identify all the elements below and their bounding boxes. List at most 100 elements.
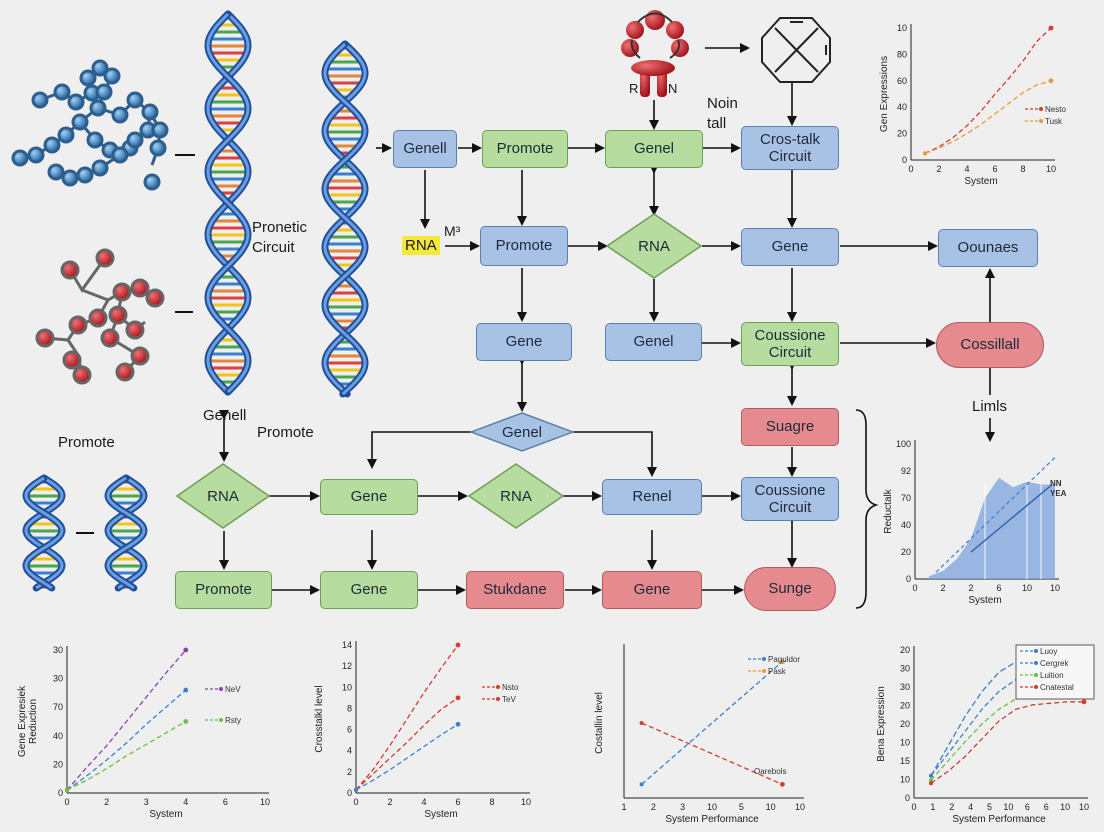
legend-marker — [762, 657, 766, 661]
y-axis-label: Reduction — [28, 699, 39, 744]
x-tick-label: 1 — [930, 802, 935, 812]
legend-marker — [496, 685, 500, 689]
curly-brace-icon — [855, 409, 879, 609]
legend-label: NeV — [225, 685, 241, 694]
y-tick-label: 40 — [897, 102, 907, 112]
gene-node-5[interactable]: Gene — [602, 571, 702, 609]
legend-marker — [762, 669, 766, 673]
red-molecule-icon — [35, 248, 165, 385]
y-tick-label: 10 — [897, 23, 907, 33]
coussione-circuit-node[interactable]: Coussione Circuit — [741, 322, 839, 366]
dna-helix-icon — [22, 474, 66, 592]
flow-arrows — [219, 43, 995, 595]
promote-label-left: Promote — [58, 434, 115, 451]
trend-line — [970, 483, 1053, 553]
genel-node-2[interactable]: Genel — [605, 323, 702, 361]
suagre-node[interactable]: Suagre — [741, 408, 839, 446]
protein-icon — [621, 10, 689, 97]
ounnes-node[interactable]: Oounaes — [938, 229, 1038, 267]
legend-marker — [1039, 119, 1043, 123]
genell-label: Genell — [203, 407, 247, 424]
y-tick-label: 30 — [53, 674, 63, 684]
y-tick-label: 8 — [347, 703, 352, 713]
x-tick-label: 4 — [183, 797, 188, 807]
promote-node-2[interactable]: Promote — [480, 226, 568, 266]
x-tick-label: 3 — [680, 802, 685, 812]
renel-node[interactable]: Renel — [602, 479, 702, 515]
coussione-circuit-node-2[interactable]: Coussione Circuit — [741, 477, 839, 521]
x-tick-label: 6 — [1025, 802, 1030, 812]
y-tick-label: 10 — [342, 682, 352, 692]
y-tick-label: 0 — [902, 155, 907, 165]
genell-node[interactable]: Genell — [393, 130, 457, 168]
series-point — [183, 719, 189, 724]
legend-marker — [1034, 685, 1038, 689]
x-axis-label: System — [424, 809, 457, 820]
y-tick-label: 20 — [53, 759, 63, 769]
gene-node-2[interactable]: Gene — [476, 323, 572, 361]
x-tick-label: 2 — [104, 797, 109, 807]
y-tick-label: 20 — [901, 547, 911, 557]
crosstalk-circuit-node[interactable]: Cros-talk Circuit — [741, 126, 839, 170]
series-line — [66, 720, 187, 791]
legend-marker — [219, 718, 223, 722]
gene-node-4[interactable]: Gene — [320, 571, 418, 609]
y-tick-label: 0 — [58, 788, 63, 798]
series-point — [923, 151, 927, 156]
series-point — [183, 647, 189, 653]
x-tick-label: 10 — [795, 802, 805, 812]
cossillall-node[interactable]: Cossillall — [936, 322, 1044, 368]
x-tick-label: 0 — [912, 583, 917, 593]
rna-decision-node-2[interactable]: RNA — [176, 463, 270, 529]
genel-decision-node[interactable]: Genel — [470, 412, 574, 452]
m3-label: M³ — [444, 223, 461, 239]
x-tick-label: 4 — [421, 797, 426, 807]
pronetic-circuit-label: Pronetic Circuit — [252, 219, 308, 256]
legend-marker — [219, 687, 223, 691]
gene-node-3[interactable]: Gene — [320, 479, 418, 515]
x-axis-label: System — [964, 176, 997, 187]
y-tick-label: 20 — [897, 129, 907, 139]
rna-decision-node[interactable]: RNA — [606, 213, 702, 279]
legend-marker — [1039, 107, 1043, 111]
legend-label: Nsto — [502, 683, 519, 692]
y-axis-label: Reductalk — [883, 488, 894, 533]
x-tick-label: 6 — [455, 797, 460, 807]
series-line — [641, 722, 783, 785]
y-axis-label: Gen Expressions — [879, 56, 890, 132]
y-tick-label: 0 — [347, 788, 352, 798]
gene-node[interactable]: Gene — [741, 228, 839, 266]
rna-highlight-label: RNA — [402, 236, 440, 255]
promote-node-3[interactable]: Promote — [175, 571, 272, 609]
x-tick-label: 1 — [621, 802, 626, 812]
limls-label: Limls — [972, 398, 1008, 415]
rna-decision-node-3[interactable]: RNA — [468, 463, 564, 529]
x-tick-label: 8 — [1020, 164, 1025, 174]
y-tick-label: 70 — [53, 702, 63, 712]
x-tick-label: 5 — [987, 802, 992, 812]
y-tick-label: 14 — [342, 640, 352, 650]
genel-node[interactable]: Genel — [605, 130, 703, 168]
dna-helix-icon — [204, 10, 252, 396]
series-point — [183, 687, 189, 693]
sunge-node[interactable]: Sunge — [744, 567, 836, 611]
series-point — [929, 781, 933, 786]
series-line — [355, 697, 459, 791]
series-point — [1081, 699, 1087, 705]
x-tick-label: 10 — [1022, 583, 1032, 593]
promote-label-mid: Promote — [257, 424, 314, 441]
y-tick-label: 4 — [347, 746, 352, 756]
legend-label: Luoy — [1040, 647, 1057, 656]
chart-annotation: Oarebols — [754, 767, 786, 776]
x-tick-label: 6 — [223, 797, 228, 807]
series-line — [924, 27, 1052, 154]
stukdane-node[interactable]: Stukdane — [466, 571, 564, 609]
dna-helix-icon — [321, 40, 369, 398]
y-tick-label: 2 — [347, 767, 352, 777]
x-axis-label: System Performance — [665, 814, 759, 825]
promote-node[interactable]: Promote — [482, 130, 568, 168]
series-point — [639, 721, 644, 725]
x-axis-label: System Performance — [952, 814, 1046, 825]
